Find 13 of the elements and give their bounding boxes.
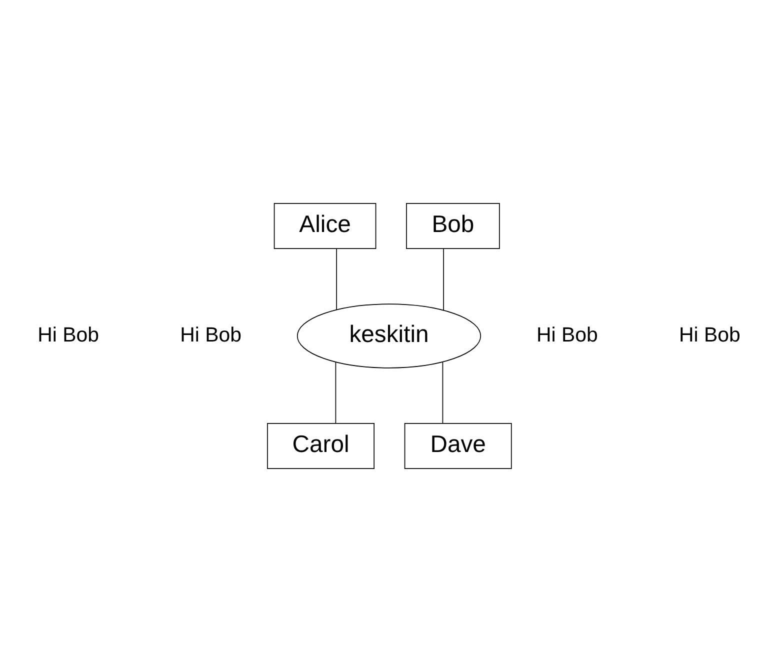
node-box: Alice: [274, 202, 376, 250]
node-box: Bob: [406, 202, 500, 250]
connector: [443, 248, 444, 311]
connector: [335, 362, 336, 424]
node-box: Carol: [267, 422, 374, 470]
label: Hi Bob: [678, 323, 740, 346]
label: Hi Bob: [38, 323, 100, 346]
node-ellipse: keskitin: [296, 304, 482, 368]
label: Hi Bob: [536, 323, 598, 346]
connector: [336, 248, 337, 310]
label: Hi Bob: [180, 323, 242, 346]
node-box: Dave: [404, 422, 512, 470]
connector: [442, 362, 444, 424]
